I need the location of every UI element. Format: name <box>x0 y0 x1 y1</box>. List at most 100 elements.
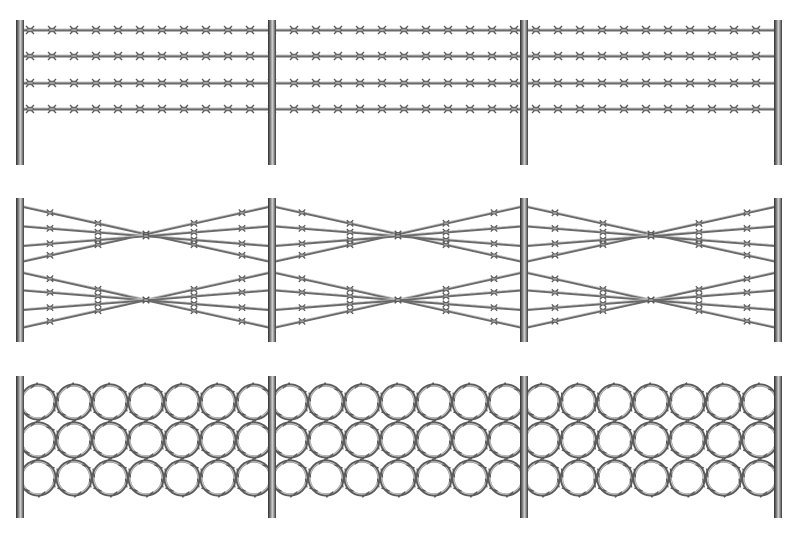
razor-coil-highlight <box>165 423 199 457</box>
razor-barb <box>236 392 240 402</box>
razor-barb <box>354 458 363 465</box>
razor-barb <box>340 440 344 450</box>
razor-barb <box>478 464 487 469</box>
razor-barb <box>629 402 633 412</box>
razor-barb <box>448 402 452 412</box>
barb <box>355 78 365 88</box>
razor-barb <box>560 468 564 478</box>
barb <box>238 303 246 312</box>
razor-barb <box>665 478 669 488</box>
razor-barb <box>659 388 668 393</box>
razor-coil-highlight <box>453 385 487 419</box>
razor-barb <box>705 430 709 440</box>
razor-barb <box>633 430 637 440</box>
razor-coil <box>704 459 743 497</box>
barb <box>94 300 102 308</box>
barb <box>346 236 354 244</box>
fence-post <box>16 376 24 518</box>
barb <box>223 78 233 88</box>
razor-barb <box>498 382 507 389</box>
barb <box>238 239 246 248</box>
barb <box>69 78 79 88</box>
razor-barb <box>380 430 384 440</box>
razor-coil <box>668 421 706 459</box>
razor-barb <box>66 458 75 465</box>
barb <box>743 303 751 312</box>
razor-barb <box>334 426 343 431</box>
razor-barb <box>380 468 384 478</box>
razor-coil-highlight <box>381 461 415 495</box>
razor-barb <box>669 468 673 478</box>
barb <box>94 292 102 300</box>
barb <box>729 78 739 88</box>
razor-barb <box>318 382 327 389</box>
barb <box>743 239 751 248</box>
razor-barb <box>412 478 416 488</box>
barb <box>94 236 102 244</box>
barb <box>135 104 145 114</box>
razor-coil <box>343 421 381 459</box>
razor-barb <box>633 468 637 478</box>
barb <box>289 51 299 61</box>
razor-barb <box>723 491 732 498</box>
barb <box>443 51 453 61</box>
barb <box>553 104 563 114</box>
barb <box>25 78 35 88</box>
barb <box>238 317 246 325</box>
barb <box>751 104 761 114</box>
barb <box>641 104 651 114</box>
razor-barb <box>118 388 127 393</box>
barb <box>599 285 607 294</box>
razor-coil <box>199 459 237 497</box>
razor-coil-highlight <box>561 385 596 419</box>
razor-coil <box>379 421 417 459</box>
razor-barb <box>452 392 456 402</box>
razor-barb <box>160 402 164 412</box>
razor-barb <box>210 420 219 427</box>
razor-barb <box>138 382 147 389</box>
razor-barb <box>93 487 102 492</box>
barb <box>707 78 717 88</box>
razor-barb <box>164 392 168 402</box>
razor-coil <box>91 421 129 459</box>
barb <box>751 25 761 35</box>
razor-barb <box>124 478 128 488</box>
barb <box>190 292 198 300</box>
razor-barb <box>181 453 190 460</box>
razor-barb <box>334 388 343 393</box>
razor-barb <box>607 458 615 465</box>
razor-barb <box>304 402 308 412</box>
razor-barb <box>597 449 607 454</box>
razor-barb <box>46 388 55 393</box>
razor-coil-highlight <box>345 423 379 457</box>
razor-barb <box>201 449 210 454</box>
razor-barb <box>397 491 406 498</box>
razor-barb <box>731 426 741 431</box>
barb <box>442 228 450 236</box>
barb <box>695 285 703 294</box>
razor-barb <box>118 426 127 431</box>
barb <box>663 51 673 61</box>
razor-barb <box>154 388 163 393</box>
razor-barb <box>742 468 745 478</box>
razor-barb <box>232 478 236 488</box>
razor-barb <box>102 458 111 465</box>
barb <box>355 51 365 61</box>
barb <box>599 228 607 236</box>
barb <box>377 51 387 61</box>
razor-barb <box>462 382 471 389</box>
razor-barb <box>345 449 354 454</box>
barb <box>25 25 35 35</box>
razor-barb <box>282 458 291 465</box>
razor-coil <box>559 459 598 497</box>
razor-barb <box>557 402 560 412</box>
razor-barb <box>417 449 426 454</box>
barb <box>399 25 409 35</box>
razor-barb <box>412 402 416 412</box>
razor-coil-highlight <box>561 461 596 495</box>
razor-coil-highlight <box>57 385 91 419</box>
barb <box>695 228 703 236</box>
barb <box>46 251 54 259</box>
barb <box>729 104 739 114</box>
barb <box>399 104 409 114</box>
